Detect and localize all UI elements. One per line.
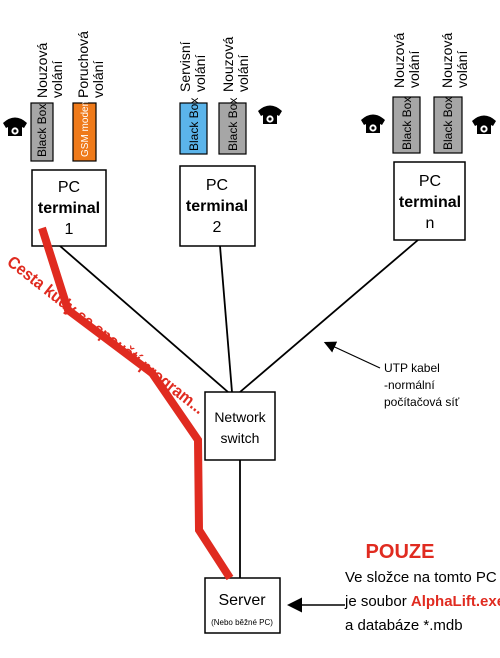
box-2b-label: Black Box	[226, 98, 240, 151]
terminal-n-line1: PC	[419, 173, 441, 190]
cable-note: UTP kabel -normální počítačová síť	[323, 341, 460, 409]
server-line2: (Nebo běžné PC)	[211, 618, 273, 627]
box-nb-label: Black Box	[441, 97, 455, 150]
box-na-caption2: volání	[406, 51, 422, 88]
phone-icon	[361, 114, 385, 133]
phone-icon	[258, 105, 282, 124]
program-path-label: Cesta kudy se spouští program...	[4, 252, 209, 418]
box-1b-caption1: Poruchová	[75, 31, 91, 98]
server-note: POUZE Ve složce na tomto PC je soubor Al…	[287, 541, 500, 634]
server-line1: Server	[218, 592, 266, 609]
terminal-n-group: Nouzová volání Black Box Nouzová volání …	[361, 33, 496, 241]
phone-icon	[472, 115, 496, 134]
terminal-2-group: Servisní volání Black Box Nouzová volání…	[177, 37, 282, 247]
network-cables	[59, 239, 419, 578]
pc-terminal-n	[393, 161, 466, 241]
terminal-2-line3: 2	[213, 219, 222, 236]
terminal-n-line3: n	[426, 215, 435, 232]
box-2b-caption2: volání	[235, 55, 251, 92]
box-2a-caption1: Servisní	[177, 41, 193, 92]
box-2b-caption1: Nouzová	[220, 37, 236, 92]
box-1a-caption1: Nouzová	[34, 43, 50, 98]
program-launch-path	[38, 226, 234, 581]
server-note-line2-prefix: je soubor	[344, 593, 411, 610]
server-note-line2: je soubor AlphaLift.exe	[344, 593, 500, 610]
pc-terminal-2	[179, 165, 256, 247]
switch-line1: Network	[214, 409, 266, 425]
server-note-file: AlphaLift.exe	[411, 593, 500, 610]
server-group: Server (Nebo běžné PC)	[204, 577, 281, 634]
switch-line2: switch	[221, 430, 260, 446]
box-2a-label: Black Box	[187, 98, 201, 151]
server-note-line3: a databáze *.mdb	[345, 617, 463, 634]
box-1a-caption2: volání	[49, 61, 65, 98]
black-box-1a	[30, 102, 54, 162]
cable-note-line3: počítačová síť	[384, 395, 460, 409]
server-note-line1: Ve složce na tomto PC	[345, 569, 497, 586]
black-box-2b	[218, 102, 247, 155]
box-2a-caption2: volání	[192, 55, 208, 92]
box-1a-label: Black Box	[35, 104, 49, 157]
gsm-modem-box	[72, 102, 97, 162]
box-1b-caption2: volání	[90, 61, 106, 98]
terminal-2-line2: terminal	[186, 198, 248, 215]
black-box-2a	[179, 102, 208, 155]
terminal-1-line1: PC	[58, 179, 80, 196]
cable-note-arrow	[323, 341, 381, 369]
server-box	[204, 577, 281, 634]
box-na-label: Black Box	[400, 97, 414, 150]
cable-note-line1: UTP kabel	[384, 361, 440, 375]
network-switch-group: Network switch	[204, 391, 276, 461]
cable-terminal-n	[239, 239, 419, 393]
cable-terminal-2	[219, 245, 233, 393]
pc-terminal-1	[31, 169, 107, 247]
black-box-na	[392, 96, 421, 154]
box-nb-caption2: volání	[454, 51, 470, 88]
phone-icon	[3, 117, 27, 136]
terminal-1-line3: 1	[65, 221, 74, 238]
box-na-caption1: Nouzová	[391, 33, 407, 88]
terminal-1-group: Nouzová volání Black Box Poruchová volán…	[3, 31, 107, 247]
cable-note-line2: -normální	[384, 378, 435, 392]
cable-terminal-1	[59, 245, 229, 393]
terminal-1-line2: terminal	[38, 200, 100, 217]
network-switch	[204, 391, 276, 461]
black-box-nb	[433, 96, 463, 154]
terminal-n-line2: terminal	[399, 194, 461, 211]
terminal-1-boxes: Nouzová volání Black Box Poruchová volán…	[3, 31, 106, 162]
gsm-modem-label: GSM modem	[80, 98, 91, 157]
terminal-2-line1: PC	[206, 177, 228, 194]
box-nb-caption1: Nouzová	[439, 33, 455, 88]
server-note-title: POUZE	[366, 541, 435, 563]
